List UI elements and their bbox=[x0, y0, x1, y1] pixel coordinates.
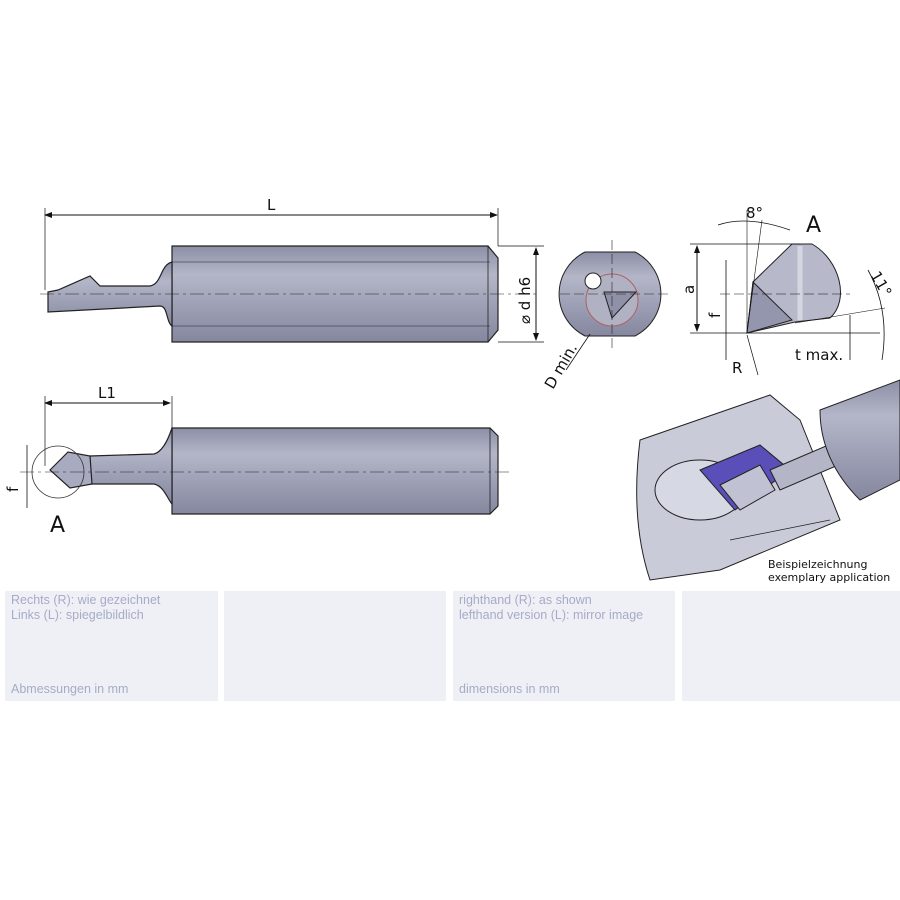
example-caption-en: exemplary application bbox=[768, 571, 890, 584]
tool-end-view: D min. bbox=[541, 240, 670, 392]
example-caption-de: Beispielzeichnung bbox=[768, 558, 867, 571]
label-detail-a2: A bbox=[50, 513, 65, 538]
info-panel-english: righthand (R): as shown lefthand version… bbox=[453, 591, 675, 701]
label-R: R bbox=[732, 359, 742, 377]
example-application-illustration bbox=[636, 379, 900, 581]
label-diameter: ⌀ d h6 bbox=[516, 277, 534, 324]
label-angle-11: 11° bbox=[867, 268, 896, 300]
units-note: dimensions in mm bbox=[459, 682, 560, 696]
detail-a-view: a f 8° A R t max. 11° bbox=[680, 204, 895, 377]
tool-top-view bbox=[20, 427, 510, 515]
hand-note-line-2: Links (L): spiegelbildlich bbox=[11, 608, 144, 622]
label-angle-8: 8° bbox=[746, 204, 763, 222]
units-note: Abmessungen in mm bbox=[11, 682, 129, 696]
dimension-L1: L1 f A bbox=[4, 384, 173, 538]
tool-side-view bbox=[40, 245, 540, 343]
hand-note-line-2: lefthand version (L): mirror image bbox=[459, 608, 644, 622]
dimension-L: L bbox=[44, 196, 499, 290]
label-d-min: D min. bbox=[541, 340, 581, 392]
dimension-diameter: ⌀ d h6 bbox=[498, 245, 544, 343]
label-L: L bbox=[267, 196, 276, 214]
label-L1: L1 bbox=[98, 384, 116, 402]
label-detail-a: A bbox=[806, 213, 821, 238]
label-f2: f bbox=[4, 486, 22, 492]
label-f: f bbox=[706, 312, 724, 318]
info-panel-german: Rechts (R): wie gezeichnet Links (L): sp… bbox=[5, 591, 218, 701]
info-panel-empty-2 bbox=[682, 591, 900, 701]
hand-note-line-1: righthand (R): as shown bbox=[459, 593, 592, 607]
label-a: a bbox=[680, 285, 698, 294]
info-panel-empty-1 bbox=[224, 591, 446, 701]
label-t-max: t max. bbox=[795, 346, 843, 364]
hand-note-line-1: Rechts (R): wie gezeichnet bbox=[11, 593, 161, 607]
